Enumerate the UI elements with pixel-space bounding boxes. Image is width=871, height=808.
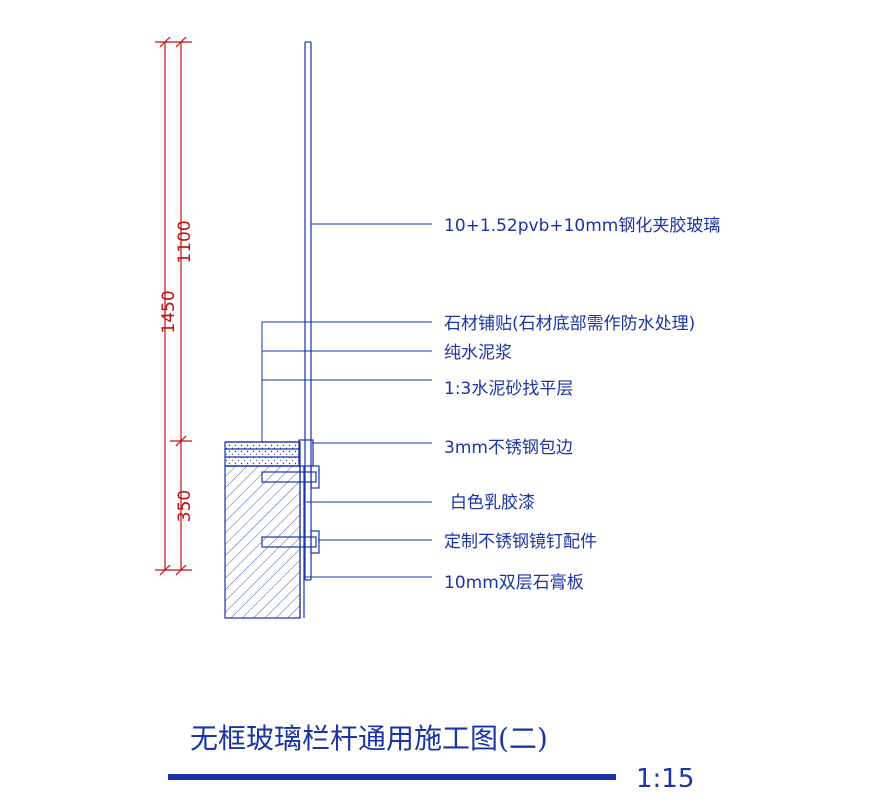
leader-lines	[261, 223, 432, 578]
callout-latex-paint: 白色乳胶漆	[450, 493, 535, 513]
dimension-lines	[155, 36, 192, 576]
glass-clamp-fittings	[261, 465, 320, 554]
callout-cement-paste: 纯水泥浆	[444, 343, 512, 363]
glass-panel	[304, 41, 312, 581]
drawing-title: 无框玻璃栏杆通用施工图(二)	[190, 722, 548, 755]
steel-edging	[298, 439, 314, 467]
wall-section	[224, 441, 305, 619]
dimension-upper: 1100	[175, 220, 195, 263]
callout-steel-edging: 3mm不锈钢包边	[444, 438, 573, 458]
callout-leveling-layer: 1:3水泥砂找平层	[444, 379, 573, 399]
callout-stone: 石材铺贴(石材底部需作防水处理)	[444, 314, 695, 334]
drawing-scale: 1:15	[636, 764, 694, 794]
title-bar	[168, 774, 616, 780]
dimension-total: 1450	[159, 290, 179, 333]
callout-glass: 10+1.52pvb+10mm钢化夹胶玻璃	[444, 216, 720, 236]
dimension-lower: 350	[175, 490, 195, 522]
callout-gypsum-board: 10mm双层石膏板	[444, 572, 584, 593]
callout-mirror-nail: 定制不锈钢镜钉配件	[444, 532, 597, 552]
